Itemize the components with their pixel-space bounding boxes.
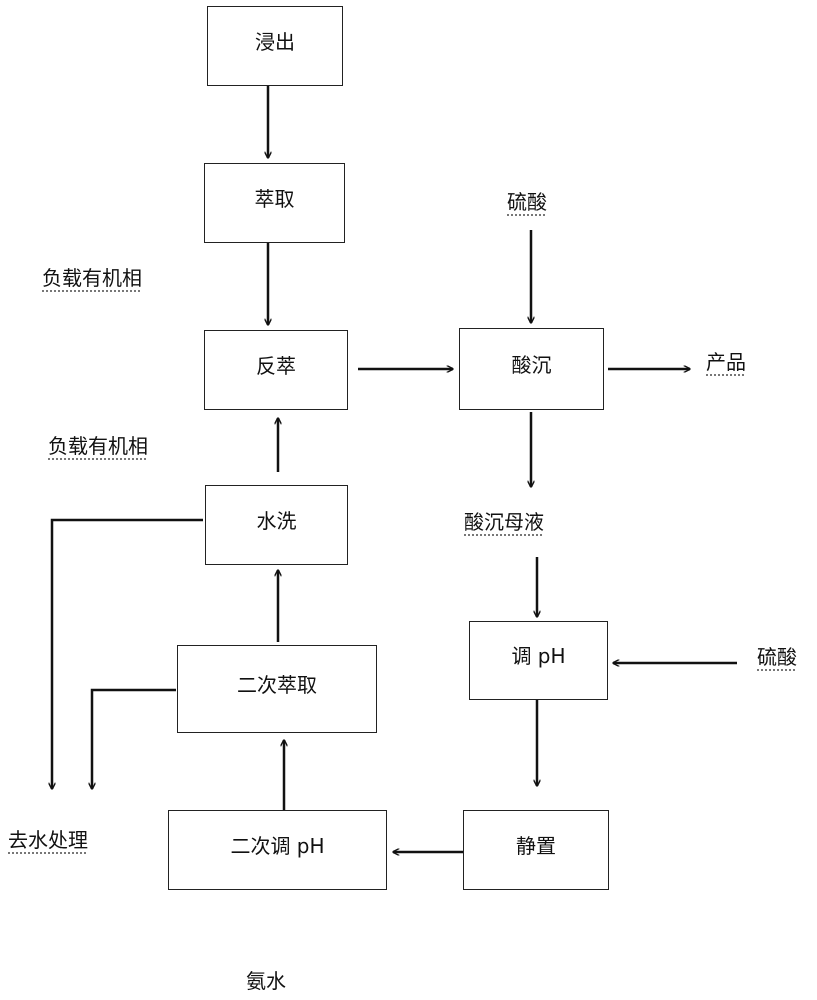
step-second-extract: 二次萃取 [177, 645, 377, 733]
step-adjust-ph: 调 pH [469, 621, 608, 700]
step-acid-precip: 酸沉 [459, 328, 604, 410]
label-sulfuric-acid-1: 硫酸 [507, 190, 547, 214]
step-second-adjust-ph: 二次调 pH [168, 810, 387, 890]
label-sulfuric-acid-2: 硫酸 [757, 645, 797, 669]
step-settle: 静置 [463, 810, 609, 890]
step-wash: 水洗 [205, 485, 348, 565]
label-acid-mother-liquor: 酸沉母液 [464, 510, 544, 534]
step-extract: 萃取 [204, 163, 345, 243]
step-leach: 浸出 [207, 6, 343, 86]
label-ammonia: 氨水 [246, 969, 286, 993]
label-loaded-organic-2: 负载有机相 [48, 434, 148, 458]
arrow-wash-to-water-treatment [52, 518, 203, 789]
label-to-water-treatment: 去水处理 [8, 828, 88, 852]
label-product: 产品 [706, 350, 746, 374]
arrow-second-extract-to-water-treatment [92, 688, 176, 789]
label-loaded-organic-1: 负载有机相 [42, 266, 142, 290]
step-strip: 反萃 [204, 330, 348, 410]
